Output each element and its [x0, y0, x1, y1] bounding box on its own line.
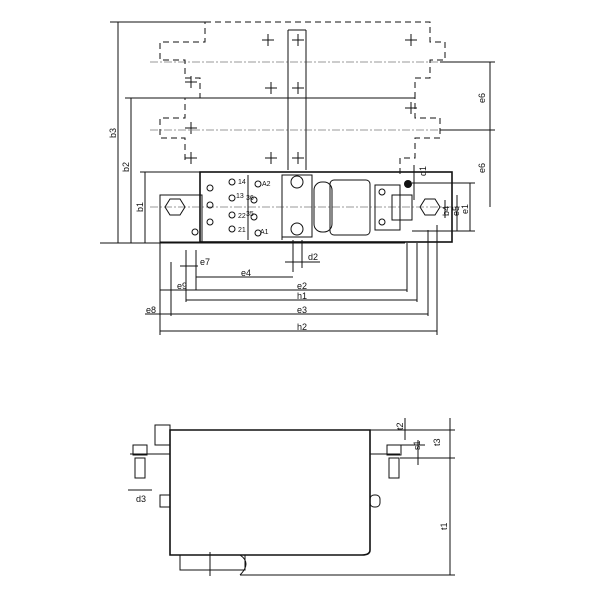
dim-s1: s1: [412, 440, 422, 450]
dim-e3: e3: [297, 305, 307, 315]
dim-e7: e7: [200, 257, 210, 267]
dim-b1: b1: [135, 202, 145, 212]
terminal-A1: A1: [260, 229, 269, 236]
stacked-outline-dashed: [150, 21, 446, 175]
dim-e5: e5: [451, 206, 461, 216]
dim-b2: b2: [121, 162, 131, 172]
dim-t1: t1: [439, 522, 449, 530]
dim-b4: b4: [441, 206, 451, 216]
dim-t3: t3: [432, 438, 442, 446]
terminal-36: 36: [246, 195, 254, 202]
dim-e8: e8: [146, 305, 156, 315]
dim-e2: e2: [297, 281, 307, 291]
terminal-22: 22: [238, 213, 246, 220]
terminal-labels: 14 13 22 21 A2 36 35 A1: [236, 179, 271, 236]
terminal-35: 35: [246, 211, 254, 218]
dim-e1: e1: [460, 204, 470, 214]
dim-e6-lower: e6: [477, 163, 487, 173]
dim-d3: d3: [136, 494, 146, 504]
terminal-13: 13: [236, 193, 244, 200]
dim-e4: e4: [241, 268, 251, 278]
dim-e6-upper: e6: [477, 93, 487, 103]
terminal-14: 14: [238, 179, 246, 186]
contactor-body: [100, 171, 460, 244]
horizontal-dimensions: [145, 225, 438, 335]
dim-h2: h2: [297, 322, 307, 332]
terminal-A2: A2: [262, 181, 271, 188]
dim-d2: d2: [308, 252, 318, 262]
side-view-body: [130, 424, 455, 576]
vertical-dimensions: [110, 21, 495, 243]
dim-t2: t2: [395, 422, 405, 430]
dim-e9: e9: [177, 281, 187, 291]
terminal-21: 21: [238, 227, 246, 234]
dim-d1: d1: [418, 166, 428, 176]
side-view-dimensions: [128, 418, 455, 575]
dim-h1: h1: [297, 291, 307, 301]
dim-b3: b3: [108, 128, 118, 138]
